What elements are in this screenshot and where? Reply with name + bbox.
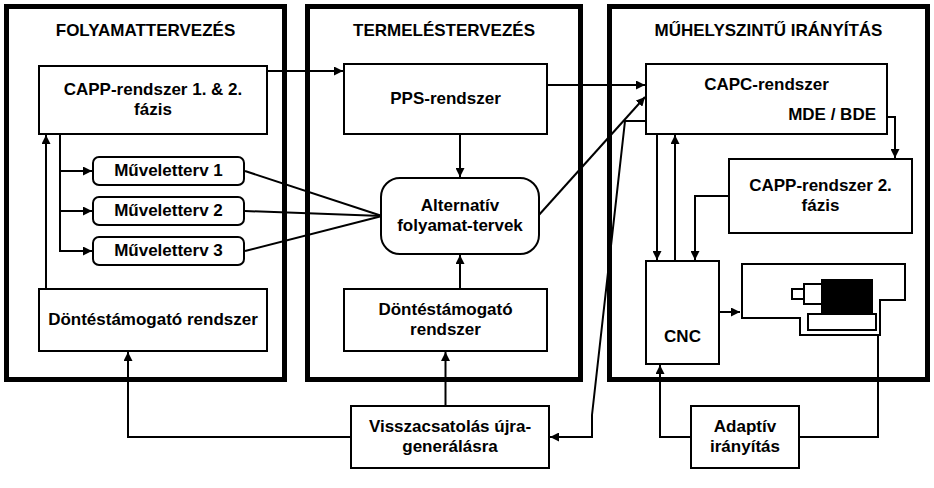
- connector-arrow: [550, 121, 645, 437]
- section-panel: FOLYAMATTERVEZÉS CAPP-rendszer 1. & 2. fá…: [4, 4, 287, 382]
- box-label: Alternatív folyamat-tervek: [396, 196, 524, 237]
- process-box: CAPC-rendszerMDE / BDE: [645, 63, 888, 135]
- connector-arrow: [45, 135, 47, 288]
- chuck-jaw: [792, 289, 804, 299]
- plan-box: Műveletterv 1: [92, 156, 245, 186]
- box-label: FOLYAMATTERVEZÉS: [56, 21, 235, 41]
- box-label: Adaptív irányítás: [698, 417, 792, 458]
- feedback-wire: [800, 335, 878, 437]
- box-label: MŰHELYSZINTŰ IRÁNYÍTÁS: [655, 21, 883, 41]
- plan-set-box: Alternatív folyamat-tervek: [380, 177, 540, 255]
- box-label: Műveletterv 3: [114, 241, 223, 261]
- connector-arrow: [245, 211, 382, 216]
- spindle: [804, 284, 822, 304]
- box-label: CAPP-rendszer 1. & 2. fázis: [46, 80, 260, 121]
- section-panel: MŰHELYSZINTŰ IRÁNYÍTÁS CAPC-rendszerMDE /…: [607, 4, 930, 382]
- process-box: Visszacsatolás újra-generálásra: [350, 405, 550, 469]
- connector-arrow: [245, 171, 382, 216]
- box-label: PPS-rendszer: [390, 89, 501, 109]
- box-label: Műveletterv 1: [114, 161, 223, 181]
- connector-arrow: [656, 135, 658, 260]
- connector-arrow: [459, 135, 461, 177]
- section-panel: TERMELÉSTERVEZÉS PPS-rendszerAlternatív f…: [305, 4, 583, 382]
- process-box: CAPP-rendszer 2. fázis: [728, 158, 913, 234]
- box-label: CAPP-rendszer 2. fázis: [736, 176, 905, 217]
- box-label: CAPC-rendszer: [704, 75, 829, 95]
- box-label: Visszacsatolás újra-generálásra: [358, 417, 542, 458]
- process-box: PPS-rendszer: [343, 63, 548, 135]
- plan-box: Műveletterv 3: [92, 236, 245, 266]
- connector-arrow: [660, 365, 690, 437]
- process-box: Döntéstámogató rendszer: [38, 288, 268, 352]
- box-label: TERMELÉSTERVEZÉS: [353, 21, 535, 41]
- connector-arrow: [548, 84, 645, 86]
- connector-arrow: [888, 117, 895, 158]
- connector-arrow: [538, 97, 645, 216]
- box-label: Döntéstámogató rendszer: [48, 310, 258, 330]
- process-box: Adaptív irányítás: [690, 405, 800, 469]
- box-label: Műveletterv 2: [114, 201, 223, 221]
- box-label: MDE / BDE: [788, 105, 876, 125]
- box-label: CNC: [664, 327, 701, 347]
- connector-arrow: [695, 196, 728, 260]
- plan-box: Műveletterv 2: [92, 196, 245, 226]
- lathe-machine: [742, 264, 905, 335]
- connector-arrow: [674, 135, 676, 260]
- signal-arrow: [720, 311, 740, 313]
- connector-arrow: [459, 255, 461, 288]
- connector-arrow: [60, 135, 92, 171]
- connector-arrow: [60, 135, 92, 251]
- process-box: Döntéstámogató rendszer: [343, 288, 548, 352]
- cnc-controller: CNC: [645, 260, 720, 365]
- connector-arrow: [245, 216, 382, 251]
- machine-bed: [808, 314, 876, 330]
- headstock: [822, 280, 872, 312]
- connector-arrow: [128, 352, 350, 437]
- connector-arrow: [60, 135, 92, 211]
- box-label: Döntéstámogató rendszer: [351, 300, 540, 341]
- process-box: CAPP-rendszer 1. & 2. fázis: [38, 65, 268, 135]
